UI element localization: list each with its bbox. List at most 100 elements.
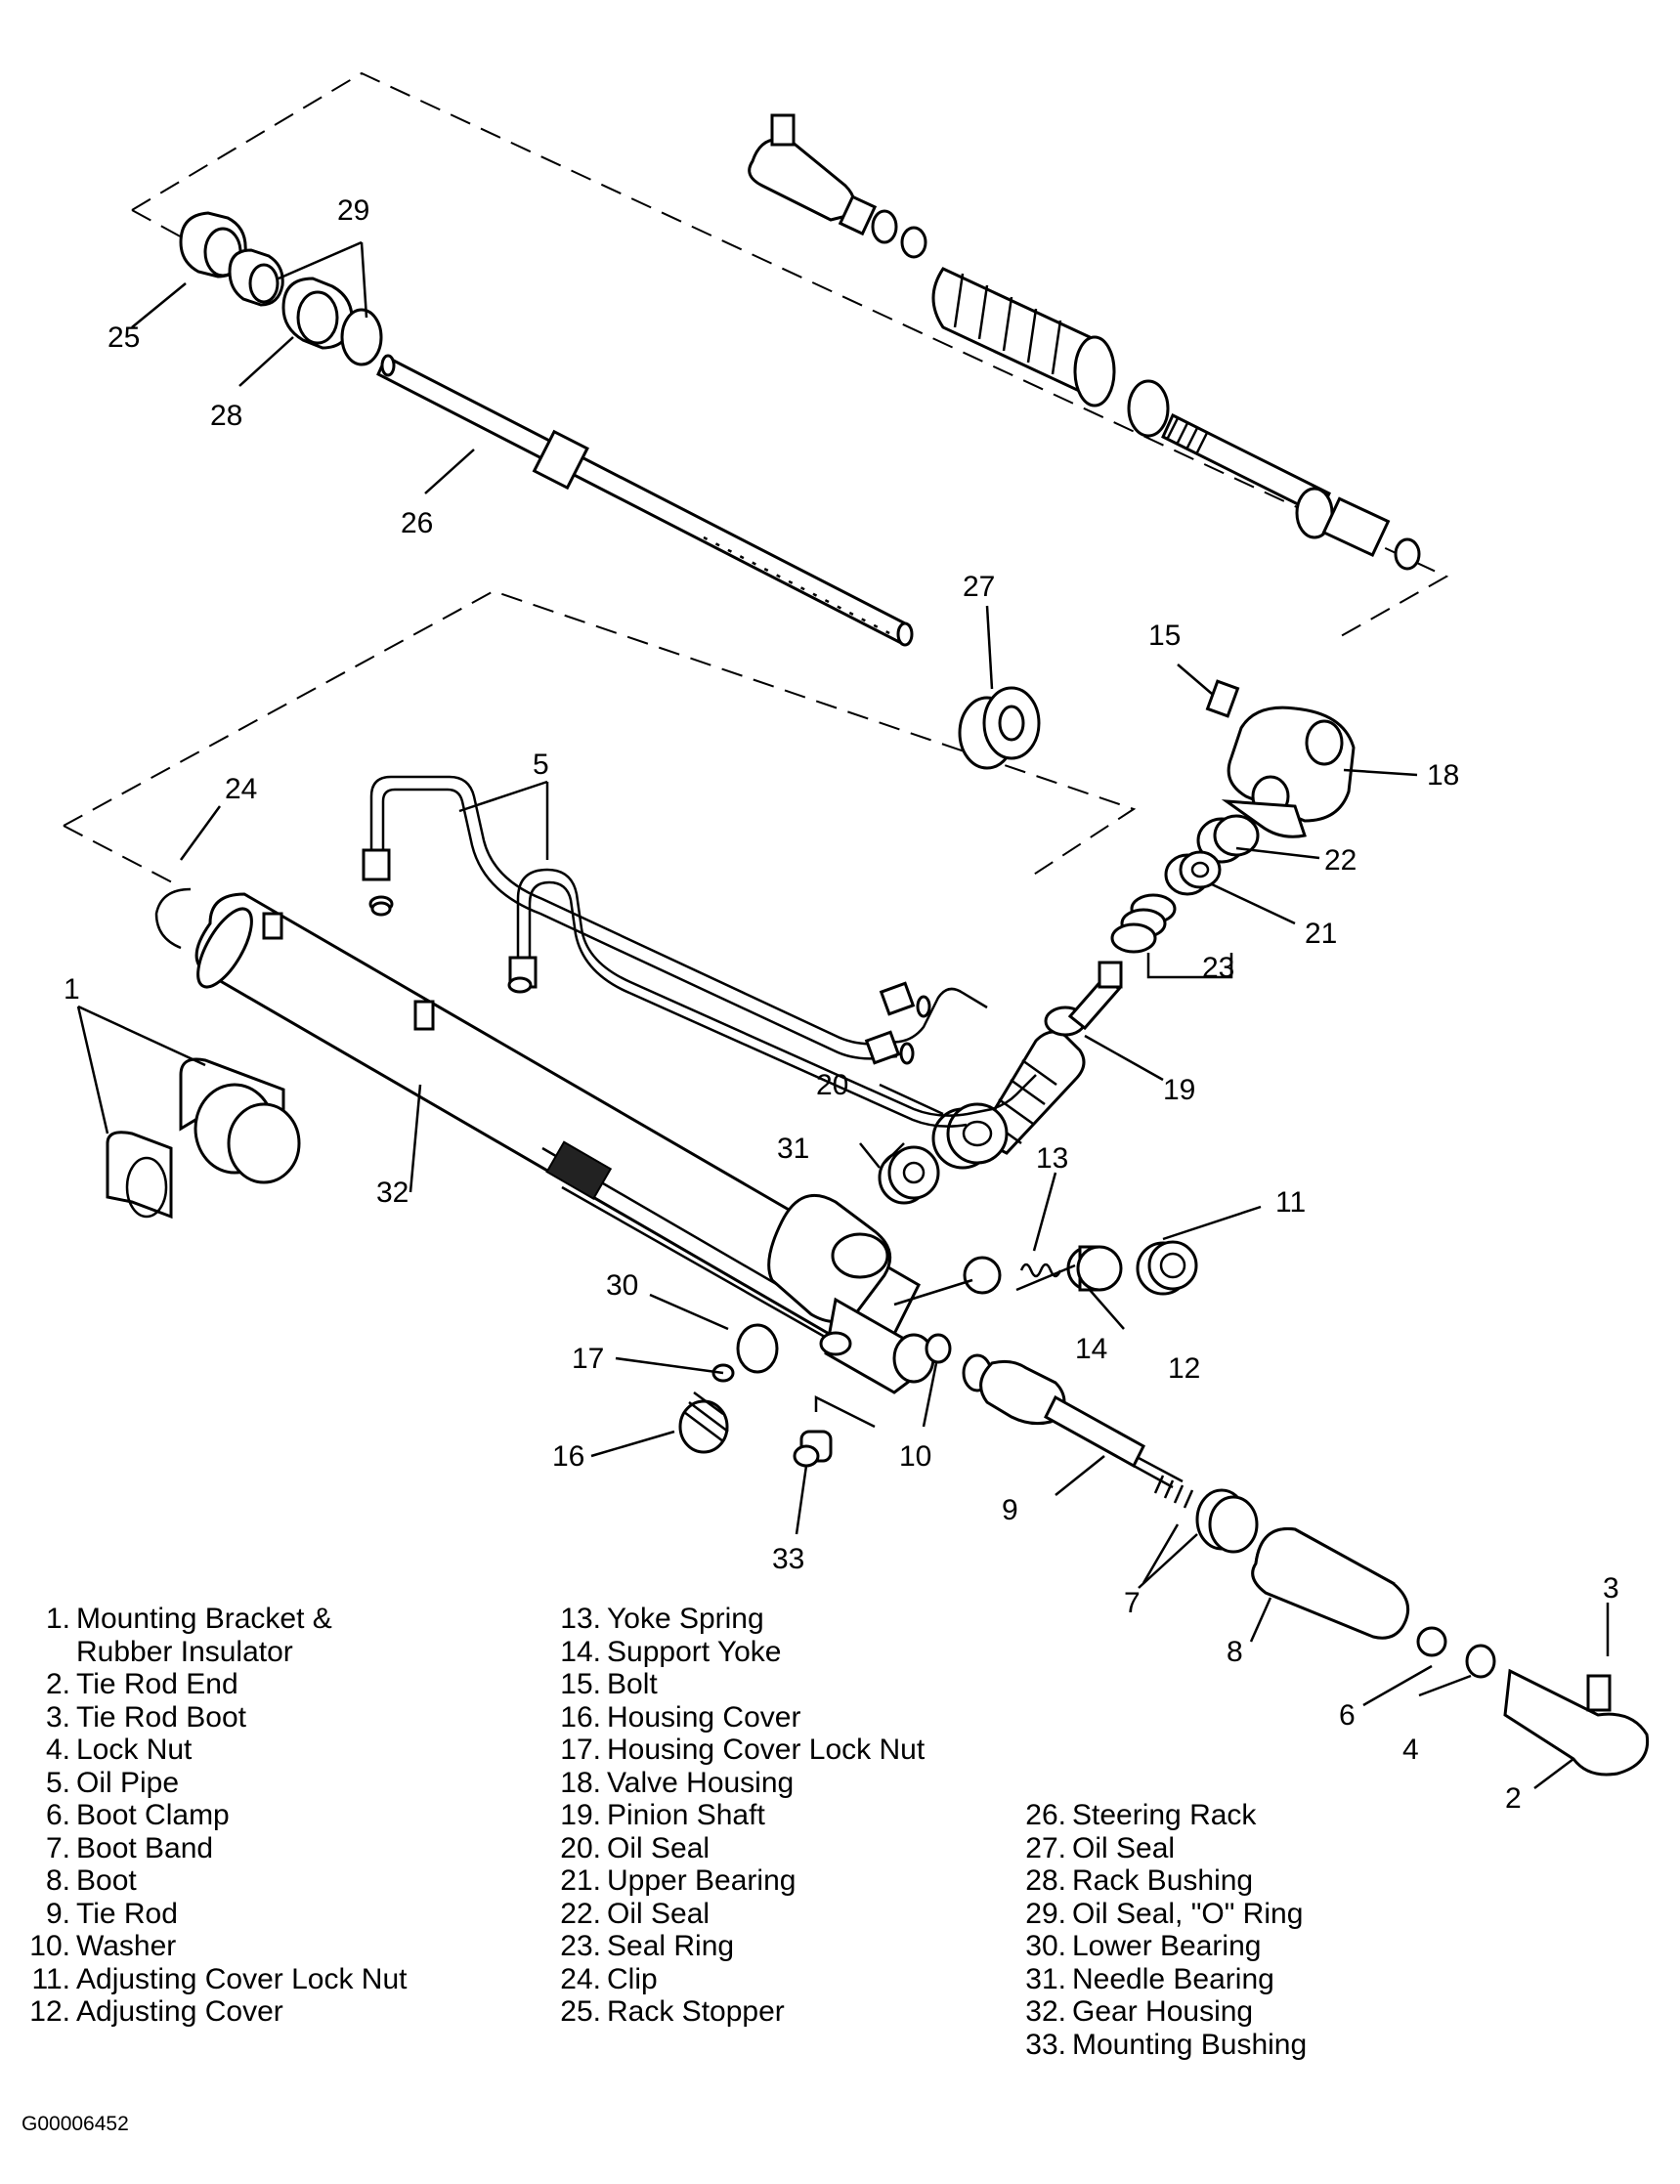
legend-item: 25.Rack Stopper xyxy=(542,1995,925,2029)
legend-number: 24. xyxy=(560,1962,601,1995)
gear-housing-drawing xyxy=(194,892,935,1394)
legend-item: 29.Oil Seal, "O" Ring xyxy=(1012,1898,1307,1931)
legend-item: 1.Mounting Bracket & xyxy=(22,1603,408,1636)
legend-label: Mounting Bushing xyxy=(1072,2028,1308,2061)
legend-item: 6.Boot Clamp xyxy=(22,1799,408,1832)
legend-item: 9.Tie Rod xyxy=(22,1898,408,1931)
legend-number: 6. xyxy=(45,1799,70,1831)
legend-item: 26.Steering Rack xyxy=(1012,1799,1307,1832)
legend-item: 18.Valve Housing xyxy=(542,1767,925,1800)
legend-item: 2.Tie Rod End xyxy=(22,1668,408,1701)
dashed-outline-middle xyxy=(63,589,1137,880)
upper-tie-rod-assembly xyxy=(748,113,1421,571)
callout-23: 23 xyxy=(1202,952,1234,984)
legend-number: 2. xyxy=(45,1668,70,1700)
oil-seal-20-drawing xyxy=(931,1102,1009,1170)
legend-column-1: 1.Mounting Bracket & Rubber Insulator 2.… xyxy=(22,1603,408,2029)
legend-number: 12. xyxy=(29,1995,70,2028)
legend-item: 3.Tie Rod Boot xyxy=(22,1701,408,1734)
callout-29: 29 xyxy=(337,194,369,227)
legend-label: Boot Band xyxy=(76,1831,214,1864)
legend-label: Washer xyxy=(76,1930,177,1962)
callout-33: 33 xyxy=(772,1543,804,1575)
bearing-stack-drawing xyxy=(1110,814,1260,979)
legend-label: Bolt xyxy=(607,1668,658,1700)
callout-9: 9 xyxy=(1002,1494,1018,1526)
legend-label: Yoke Spring xyxy=(607,1603,764,1635)
legend-number: 18. xyxy=(560,1766,601,1799)
legend-label: Housing Cover Lock Nut xyxy=(607,1734,926,1766)
legend-label: Seal Ring xyxy=(607,1930,735,1962)
legend-item: 21.Upper Bearing xyxy=(542,1864,925,1898)
legend-number: 33. xyxy=(1025,2028,1066,2061)
callout-32: 32 xyxy=(376,1177,409,1209)
callout-11: 11 xyxy=(1275,1186,1306,1219)
callout-5: 5 xyxy=(533,749,549,781)
mounting-bracket-drawing xyxy=(106,1057,301,1220)
legend-number: 25. xyxy=(560,1995,601,2028)
callout-26: 26 xyxy=(401,507,433,539)
legend-item: 28.Rack Bushing xyxy=(1012,1864,1307,1898)
legend-number: 29. xyxy=(1025,1897,1066,1930)
legend-number: 26. xyxy=(1025,1799,1066,1831)
callout-24: 24 xyxy=(225,773,257,805)
legend-item: 33.Mounting Bushing xyxy=(1012,2029,1307,2062)
valve-housing-drawing xyxy=(1205,679,1356,838)
legend-number: 27. xyxy=(1025,1831,1066,1864)
legend-number: 10. xyxy=(29,1930,70,1962)
legend-item: 14.Support Yoke xyxy=(542,1636,925,1669)
callout-labels: 1 5 15 18 19 20 21 22 23 24 25 26 27 28 … xyxy=(64,194,1459,1575)
callout-19: 19 xyxy=(1163,1074,1195,1106)
callout-28: 28 xyxy=(210,400,242,432)
dashed-outline-link xyxy=(131,209,187,240)
legend-number: 32. xyxy=(1025,1995,1066,2028)
legend-number: 28. xyxy=(1025,1864,1066,1897)
callout-8: 8 xyxy=(1227,1636,1243,1668)
legend-label-continued: Rubber Insulator xyxy=(76,1635,293,1668)
callout-1: 1 xyxy=(64,973,80,1006)
legend-item: 32.Gear Housing xyxy=(1012,1995,1307,2029)
legend-label: Oil Seal xyxy=(607,1831,711,1864)
legend-number: 3. xyxy=(45,1700,70,1734)
legend-label: Rack Bushing xyxy=(1072,1864,1254,1897)
callout-10: 10 xyxy=(899,1440,931,1473)
legend-number: 23. xyxy=(560,1930,601,1962)
legend-item: 17.Housing Cover Lock Nut xyxy=(542,1734,925,1767)
leader-lines xyxy=(76,240,1418,1583)
legend-number: 7. xyxy=(45,1831,70,1864)
legend-number: 16. xyxy=(560,1700,601,1734)
legend-label: Rack Stopper xyxy=(607,1995,785,2028)
legend-label: Oil Seal xyxy=(1072,1831,1176,1864)
legend-number: 22. xyxy=(560,1897,601,1930)
legend-number: 20. xyxy=(560,1831,601,1864)
legend-item: 30.Lower Bearing xyxy=(1012,1930,1307,1963)
callout-12: 12 xyxy=(1168,1352,1200,1385)
legend-number: 11. xyxy=(31,1962,70,1995)
legend-item: 4.Lock Nut xyxy=(22,1734,408,1767)
legend-number: 31. xyxy=(1025,1962,1066,1995)
legend-number: 8. xyxy=(45,1864,70,1897)
callout-30: 30 xyxy=(606,1269,638,1302)
callout-3: 3 xyxy=(1603,1572,1619,1605)
legend-label: Pinion Shaft xyxy=(607,1799,765,1831)
legend-item: 11.Adjusting Cover Lock Nut xyxy=(22,1963,408,1996)
clip-24-drawing xyxy=(154,887,192,950)
callout-2: 2 xyxy=(1505,1782,1522,1815)
legend-label: Support Yoke xyxy=(607,1635,782,1668)
callout-16: 16 xyxy=(552,1440,584,1473)
legend-item: 27.Oil Seal xyxy=(1012,1832,1307,1865)
callout-22: 22 xyxy=(1324,844,1357,877)
legend-number: 14. xyxy=(560,1635,601,1668)
callout-4: 4 xyxy=(1402,1734,1419,1766)
legend-label: Steering Rack xyxy=(1072,1799,1257,1831)
callout-15: 15 xyxy=(1148,620,1181,652)
legend-label: Housing Cover xyxy=(607,1700,801,1734)
legend-label: Boot xyxy=(76,1864,137,1897)
legend-number: 21. xyxy=(560,1864,601,1897)
legend-label: Valve Housing xyxy=(607,1766,795,1799)
legend-label: Oil Pipe xyxy=(76,1766,180,1799)
legend-item: 12.Adjusting Cover xyxy=(22,1995,408,2029)
legend-label: Gear Housing xyxy=(1072,1995,1254,2028)
lower-tie-rod-drawing xyxy=(962,1353,1259,1554)
legend-label: Lock Nut xyxy=(76,1734,193,1766)
